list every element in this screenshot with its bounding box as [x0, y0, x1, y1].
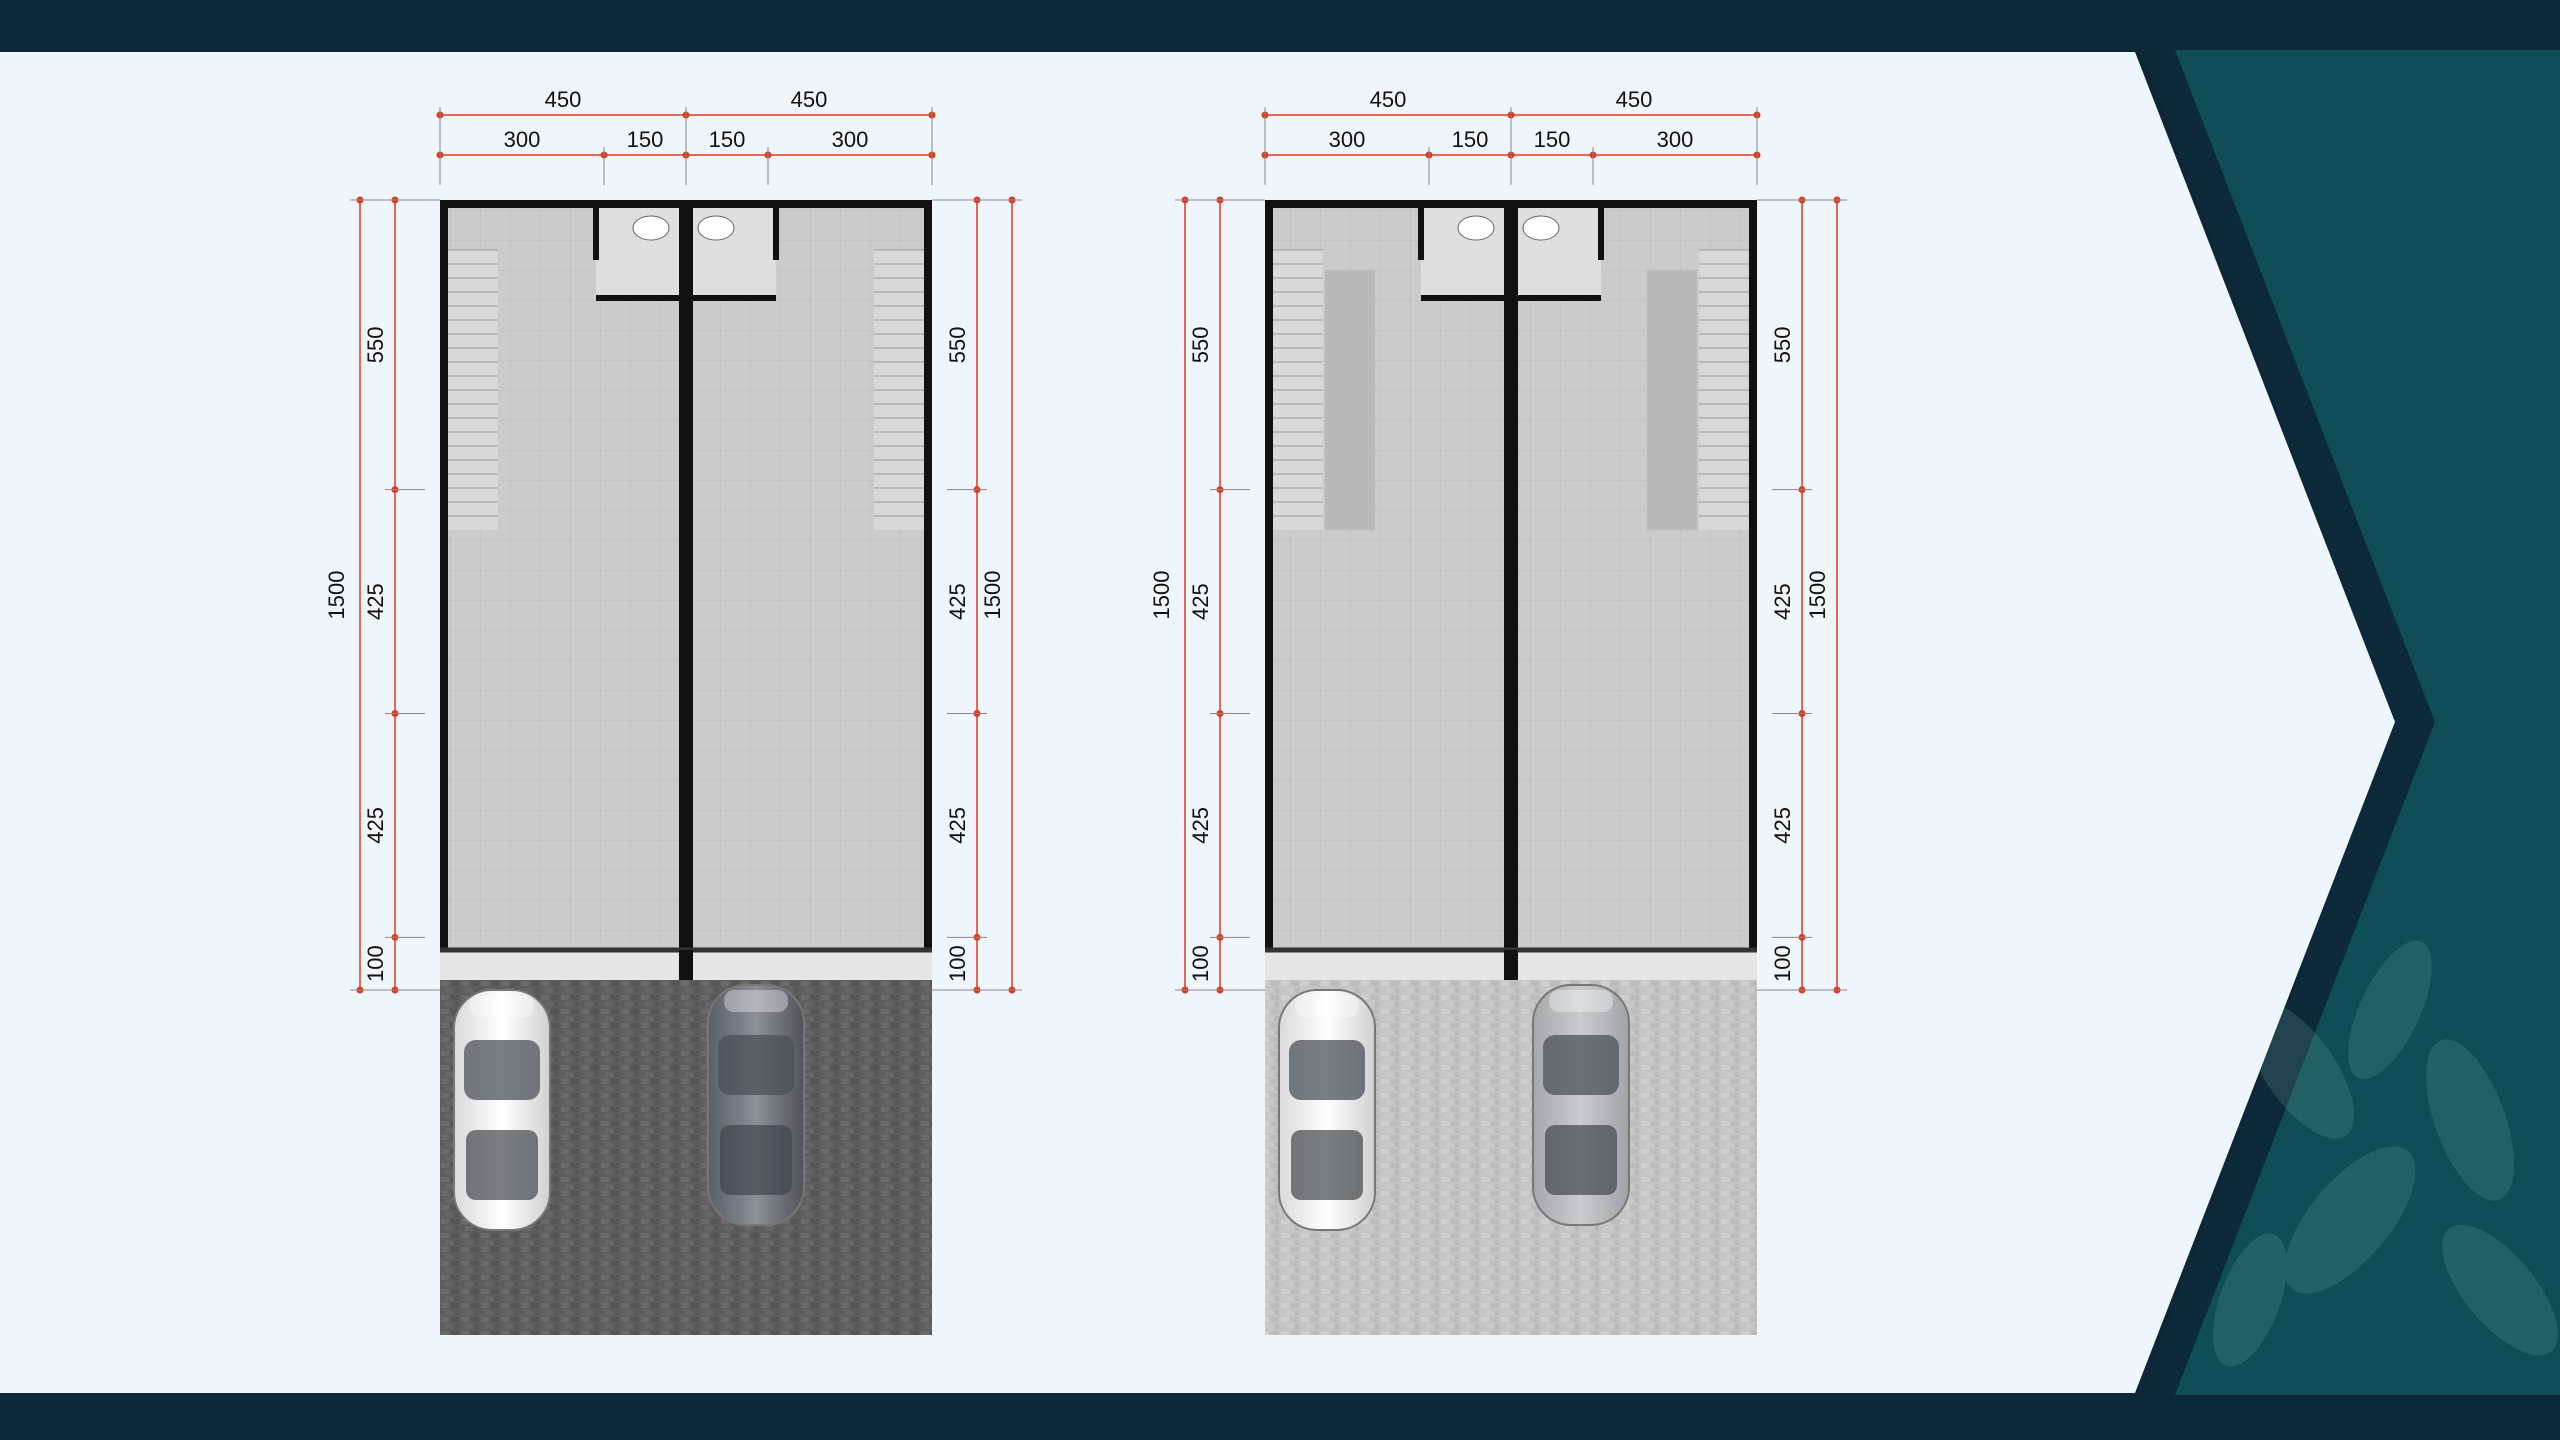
dimension-label-segment: 550	[1188, 326, 1213, 363]
right-dimensions: 1500 550 425 425 100	[932, 196, 1022, 994]
car	[707, 984, 805, 1226]
stair-void	[1647, 270, 1697, 530]
teal-side-panel	[2170, 50, 2560, 1395]
stair-void	[1325, 270, 1375, 530]
dimension-label-overall: 1500	[980, 571, 1005, 620]
dimension-label-segment: 425	[945, 807, 970, 844]
dimension-label-segment: 425	[1188, 807, 1213, 844]
dimension-label-sub: 150	[1534, 127, 1571, 152]
dimension-label-sub: 300	[832, 127, 869, 152]
dimension-label-segment: 100	[1188, 945, 1213, 982]
wall-right	[924, 200, 932, 980]
left-dimensions: 1500 550 425 425 100	[324, 196, 440, 994]
staircase	[448, 249, 498, 530]
party-wall	[1504, 200, 1518, 980]
dimension-label-overall: 1500	[1149, 571, 1174, 620]
dimension-label-segment: 425	[363, 807, 388, 844]
dimension-label-sub: 150	[1452, 127, 1489, 152]
toilet-icon	[697, 215, 735, 241]
wall-left	[440, 200, 448, 980]
dimension-label-sub: 150	[709, 127, 746, 152]
dimension-label-overall: 1500	[1805, 571, 1830, 620]
dimension-label-segment: 550	[363, 326, 388, 363]
toilet-icon	[1522, 215, 1560, 241]
party-wall	[679, 200, 693, 980]
top-band	[0, 0, 2560, 50]
dimension-label-overall: 450	[1616, 87, 1653, 112]
car	[1532, 984, 1630, 1226]
dimension-label-segment: 100	[945, 945, 970, 982]
dimension-label-segment: 100	[363, 945, 388, 982]
toilet-icon	[632, 215, 670, 241]
dimension-label-segment: 425	[1770, 583, 1795, 620]
staircase	[1273, 249, 1323, 530]
bottom-band	[0, 1395, 2560, 1440]
wall-right	[1749, 200, 1757, 980]
dimension-label-overall: 450	[545, 87, 582, 112]
dimension-label-segment: 425	[363, 583, 388, 620]
right-dimensions: 1500 550 425 425 100	[1757, 196, 1847, 994]
dimension-label-segment: 100	[1770, 945, 1795, 982]
dimension-label-segment: 550	[945, 326, 970, 363]
dimension-label-overall: 1500	[324, 571, 349, 620]
dimension-label-sub: 300	[504, 127, 541, 152]
staircase	[874, 249, 924, 530]
dimension-label-segment: 425	[945, 583, 970, 620]
dimension-label-segment: 425	[1770, 807, 1795, 844]
dimension-label-sub: 300	[1657, 127, 1694, 152]
dimension-label-sub: 150	[627, 127, 664, 152]
dimension-label-sub: 300	[1329, 127, 1366, 152]
wall-left	[1265, 200, 1273, 980]
staircase	[1699, 249, 1749, 530]
dimension-label-segment: 550	[1770, 326, 1795, 363]
dimension-label-overall: 450	[791, 87, 828, 112]
car	[1278, 989, 1376, 1231]
car	[453, 989, 551, 1231]
dimension-label-overall: 450	[1370, 87, 1407, 112]
toilet-icon	[1457, 215, 1495, 241]
dimension-label-segment: 425	[1188, 583, 1213, 620]
left-dimensions: 1500 550 425 425 100	[1149, 196, 1265, 994]
